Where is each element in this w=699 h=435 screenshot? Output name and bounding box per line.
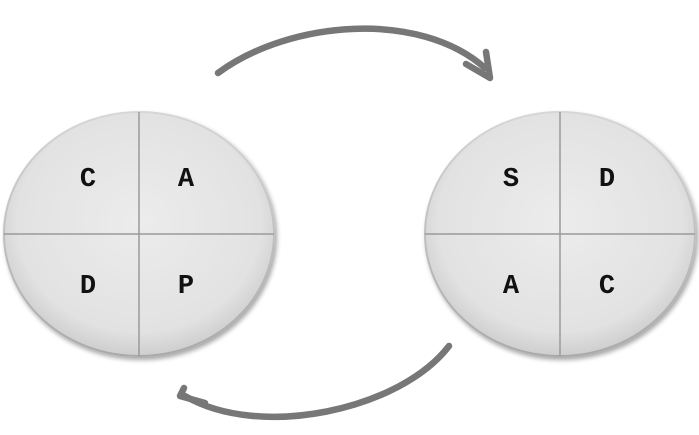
right-quadrant-top-right-label: D: [599, 165, 615, 195]
left-cycle-oval: [3, 111, 275, 357]
left-quadrant-bottom-left-label: D: [80, 272, 96, 302]
left-quadrant-bottom-right-label: P: [178, 272, 194, 302]
right-cycle-oval: [424, 111, 696, 357]
top-arrow-icon: [214, 25, 494, 82]
right-quadrant-bottom-left-label: A: [503, 272, 520, 302]
bottom-arrow-icon: [176, 342, 453, 421]
right-quadrant-top-left-label: S: [503, 165, 519, 195]
right-quadrant-bottom-right-label: C: [599, 272, 615, 302]
left-quadrant-top-left-label: C: [80, 165, 96, 195]
left-quadrant-top-right-label: A: [178, 165, 195, 195]
